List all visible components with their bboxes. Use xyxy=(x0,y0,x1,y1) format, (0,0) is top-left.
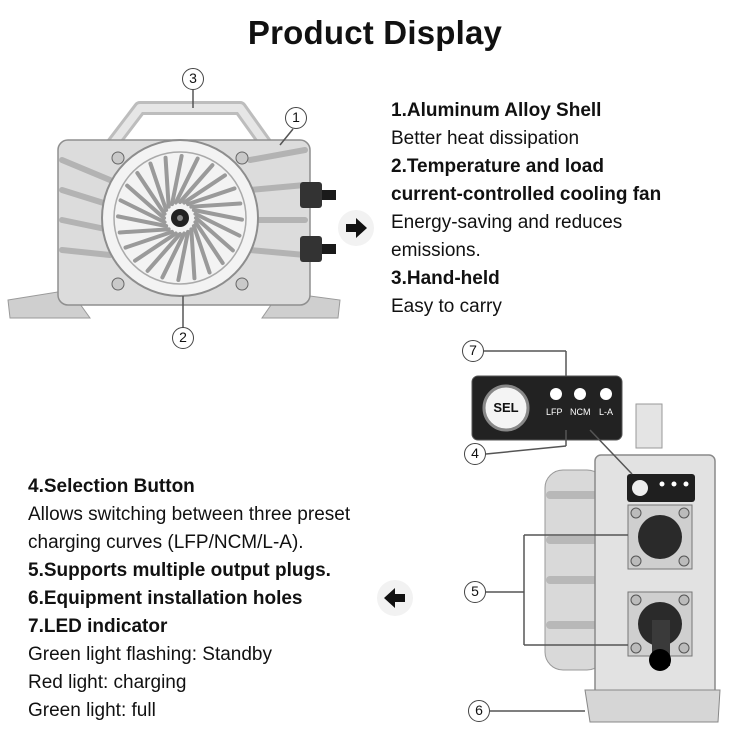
page-title: Product Display xyxy=(247,14,503,51)
fan-blade xyxy=(116,214,169,228)
fan-blade xyxy=(178,163,215,204)
feature-2-heading: 2.Temperature and load xyxy=(391,156,604,177)
callout-5: 5 xyxy=(464,581,486,603)
fan-blade xyxy=(193,211,242,238)
feature-3-heading: 3.Hand-held xyxy=(391,268,500,289)
feature-5-heading: 5.Supports multiple output plugs. xyxy=(28,560,331,581)
feature-7-heading: 7.LED indicator xyxy=(28,616,168,637)
callout-1: 1 xyxy=(285,107,307,129)
feature-7-text-2: Red light: charging xyxy=(28,672,187,693)
feature-2-text-2: emissions. xyxy=(391,240,481,261)
feature-2-text-1: Energy-saving and reduces xyxy=(391,212,623,233)
bottom-features: 4.Selection Button Allows switching betw… xyxy=(28,473,350,725)
fan-blade xyxy=(194,216,235,253)
fan-blade xyxy=(163,155,171,209)
feature-1-text: Better heat dissipation xyxy=(391,128,580,149)
fan-blade xyxy=(176,229,190,282)
callout-3: 3 xyxy=(182,68,204,90)
feature-4-text-1: Allows switching between three preset xyxy=(28,504,351,525)
callout-6: 6 xyxy=(468,700,490,722)
fan-blade xyxy=(117,227,171,235)
top-features: 1.Aluminum Alloy Shell Better heat dissi… xyxy=(391,97,661,321)
feature-4-heading: 4.Selection Button xyxy=(28,476,195,497)
fan-blade xyxy=(173,156,200,205)
arrow-left-icon xyxy=(377,580,413,616)
callout-2: 2 xyxy=(172,327,194,349)
callout-7: 7 xyxy=(462,340,484,362)
feature-7-text-1: Green light flashing: Standby xyxy=(28,644,272,665)
fan-blade xyxy=(118,198,167,225)
fan-blade xyxy=(160,231,187,280)
led-label-la: L-A xyxy=(599,407,614,417)
callout-4: 4 xyxy=(464,443,486,465)
fan-blade xyxy=(191,224,212,275)
fan-blade xyxy=(123,229,174,250)
feature-6-heading: 6.Equipment installation holes xyxy=(28,588,303,609)
fan-blade xyxy=(133,231,178,263)
led-label-lfp: LFP xyxy=(546,407,563,417)
feature-1-heading: 1.Aluminum Alloy Shell xyxy=(391,100,602,121)
fan-blade xyxy=(145,232,182,273)
fan-blade xyxy=(135,171,167,216)
sel-button-label: SEL xyxy=(493,400,519,415)
feature-4-text-2: charging curves (LFP/NCM/L-A). xyxy=(28,532,304,553)
fan-blade xyxy=(170,154,184,207)
arrow-right-icon xyxy=(338,210,374,246)
fan-blade xyxy=(189,201,243,209)
feature-3-text: Easy to carry xyxy=(391,296,502,317)
fan-blade xyxy=(125,183,166,220)
fan-blade xyxy=(148,161,169,212)
fan-blade xyxy=(189,227,197,281)
feature-2-heading-cont: current-controlled cooling fan xyxy=(391,184,662,205)
led-label-ncm: NCM xyxy=(570,407,591,417)
fan-blade xyxy=(191,208,244,222)
fan-blade xyxy=(182,173,227,205)
feature-7-text-3: Green light: full xyxy=(28,700,156,721)
fan-blade xyxy=(186,186,237,207)
fan-blade xyxy=(193,220,225,265)
